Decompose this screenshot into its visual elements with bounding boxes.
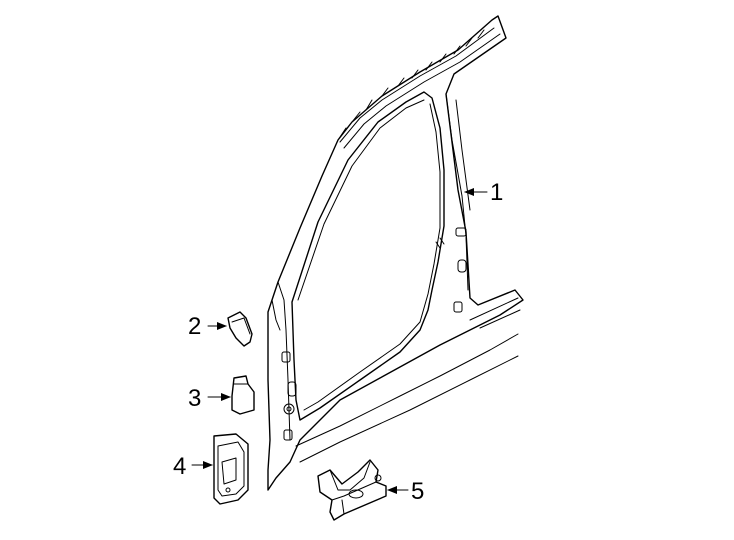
part-5-sill-bracket [317,459,387,521]
part-4-pillar-reinforcement [213,433,249,505]
callout-number-2: 2 [188,313,201,340]
callout-number-3: 3 [188,385,201,412]
callout-number-5: 5 [411,478,424,505]
callout-number-1: 1 [490,179,503,206]
part-3-reinforcement [231,375,255,415]
part-1-body-side-panel [267,15,524,491]
callout-number-4: 4 [173,453,186,480]
part-2-bracket [227,311,253,347]
